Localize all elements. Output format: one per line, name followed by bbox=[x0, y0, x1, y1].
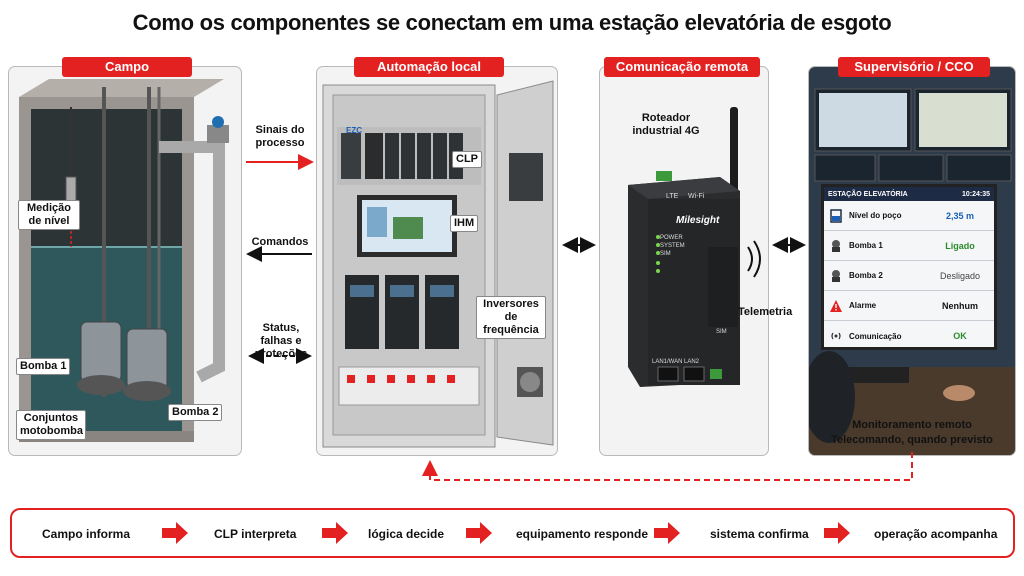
section-tag-campo: Campo bbox=[62, 57, 192, 77]
flow-arrow-icon bbox=[654, 522, 680, 544]
section-tag-supervisorio: Supervisório / CCO bbox=[838, 57, 990, 77]
scada-row: Comunicação OK bbox=[824, 321, 994, 351]
flow-step: Campo informa bbox=[42, 527, 131, 541]
scada-row: Nível do poço 2,35 m bbox=[824, 201, 994, 231]
label-inversores: Inversores de frequência bbox=[476, 296, 546, 339]
router-led-sim: SIM bbox=[660, 251, 671, 257]
wet-well-illustration bbox=[19, 79, 229, 442]
scada-row: Bomba 1 Ligado bbox=[824, 231, 994, 261]
label-conjuntos-motobomba: Conjuntos motobomba bbox=[16, 410, 86, 440]
label-bomba-2: Bomba 2 bbox=[168, 404, 223, 421]
pump-icon bbox=[828, 238, 844, 254]
router-port-lan1: LAN1/WAN bbox=[652, 359, 683, 365]
scada-row-name: Bomba 1 bbox=[849, 241, 883, 250]
alarm-icon bbox=[828, 298, 844, 314]
label-status-falhas: Status, falhas e proteções bbox=[254, 322, 308, 360]
campo-panel bbox=[8, 66, 242, 456]
router-brand: Milesight bbox=[676, 215, 720, 226]
label-sinais-processo: Sinais do processo bbox=[255, 124, 305, 149]
caption-telecomando: Telecomando, quando previsto bbox=[831, 434, 993, 446]
scada-row-value: Ligado bbox=[945, 240, 975, 251]
scada-row-value: OK bbox=[953, 331, 967, 341]
router-sim-slot: SIM bbox=[716, 329, 727, 335]
router-title: Roteador industrial 4G bbox=[632, 112, 700, 137]
router-led-system: SYSTEM bbox=[660, 243, 685, 249]
supervisorio-caption: Monitoramento remoto Telecomando, quando… bbox=[808, 418, 1016, 448]
flow-bar: Campo informa CLP interpreta lógica deci… bbox=[10, 508, 1015, 558]
page-title: Como os componentes se conectam em uma e… bbox=[132, 10, 892, 35]
flow-step: lógica decide bbox=[368, 527, 445, 541]
tank-level-icon bbox=[828, 208, 844, 224]
section-tag-automacao: Automação local bbox=[354, 57, 504, 77]
label-bomba-1: Bomba 1 bbox=[16, 358, 71, 375]
scada-row-name: Bomba 2 bbox=[849, 271, 883, 280]
label-comandos: Comandos bbox=[251, 236, 309, 248]
scada-row-name: Nível do poço bbox=[849, 211, 902, 220]
flow-arrow-icon bbox=[824, 522, 850, 544]
pump-icon bbox=[828, 268, 844, 284]
section-tag-comunicacao: Comunicação remota bbox=[604, 57, 760, 77]
label-clp: CLP bbox=[452, 151, 482, 168]
scada-clock: 10:24:35 bbox=[961, 190, 990, 198]
router-led-power: POWER bbox=[660, 235, 683, 241]
label-medicao-nivel: Medição de nível bbox=[18, 200, 80, 230]
scada-row: Alarme Nenhum bbox=[824, 291, 994, 321]
feedback-loop-arrow bbox=[422, 452, 913, 481]
router-illustration bbox=[628, 107, 761, 387]
scada-row-name: Comunicação bbox=[849, 331, 902, 341]
flow-step: CLP interpreta bbox=[214, 527, 297, 541]
scada-header: ESTAÇÃO ELEVATÓRIA 10:24:35 bbox=[824, 187, 994, 201]
plc-brand: EZC bbox=[346, 126, 362, 135]
scada-row-name: Alarme bbox=[849, 301, 877, 310]
flow-arrow-icon bbox=[322, 522, 348, 544]
control-room-illustration bbox=[809, 67, 1015, 455]
router-top-label-wifi: Wi-Fi bbox=[688, 193, 705, 200]
flow-step: sistema confirma bbox=[710, 527, 809, 541]
flow-step: operação acompanha bbox=[874, 527, 998, 541]
scada-row: Bomba 2 Desligado bbox=[824, 261, 994, 291]
label-ihm: IHM bbox=[450, 215, 479, 232]
scada-row-value: Desligado bbox=[939, 270, 981, 281]
caption-monitoramento: Monitoramento remoto bbox=[852, 419, 972, 431]
label-telemetria: Telemetria bbox=[738, 306, 793, 318]
scada-header-title: ESTAÇÃO ELEVATÓRIA bbox=[828, 190, 908, 198]
flow-arrow-icon bbox=[466, 522, 492, 544]
antenna-icon bbox=[828, 328, 844, 344]
scada-screen: ESTAÇÃO ELEVATÓRIA 10:24:35 Nível do poç… bbox=[821, 184, 997, 350]
flow-step: equipamento responde bbox=[516, 527, 649, 541]
scada-row-value: Nenhum bbox=[942, 300, 978, 311]
scada-row-value: 2,35 m bbox=[945, 210, 975, 221]
router-port-lan2: LAN2 bbox=[684, 359, 700, 365]
router-top-label-lte: LTE bbox=[666, 193, 679, 200]
communication-panel bbox=[599, 66, 769, 456]
flow-arrow-icon bbox=[162, 522, 188, 544]
